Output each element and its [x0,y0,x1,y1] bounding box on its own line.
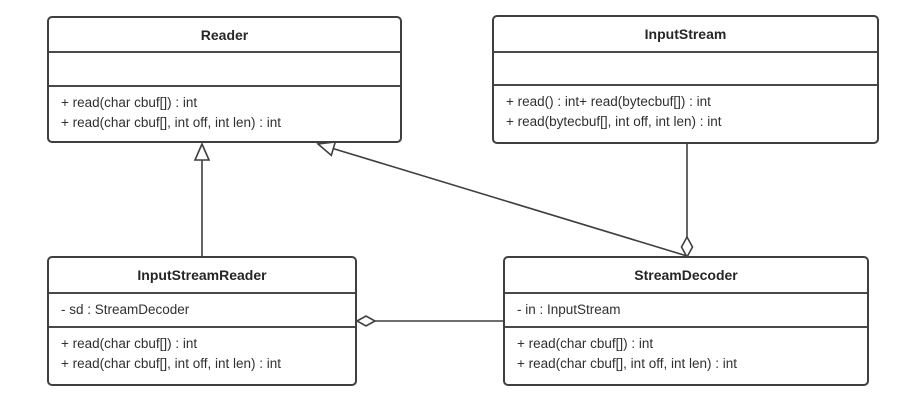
class-title: StreamDecoder [505,258,867,294]
attribute: - in : InputStream [517,302,621,317]
class-attributes: - sd : StreamDecoder [49,294,355,328]
class-node-inputstream[interactable]: InputStream + read() : int+ read(bytecbu… [492,15,879,144]
hollow-triangle-arrowhead [193,142,211,161]
method-signature: + read(char cbuf[], int off, int len) : … [61,115,281,130]
aggregation-inputstreamreader-has-streamdecoder [355,315,503,327]
hollow-diamond [355,315,377,327]
method-signature: + read(char cbuf[]) : int [61,336,198,351]
generalization-inputstreamreader-to-reader [193,142,211,256]
class-title: InputStreamReader [49,258,355,294]
class-attributes: - in : InputStream [505,294,867,328]
method-signature: + read(char cbuf[]) : int [61,95,198,110]
method-signature: + read() : int+ read(bytecbuf[]) : int [506,94,711,109]
hollow-triangle-arrowhead [316,140,337,157]
class-attributes-empty [49,53,400,87]
class-node-streamdecoder[interactable]: StreamDecoder - in : InputStream + read(… [503,256,869,386]
method-signature: + read(bytecbuf[], int off, int len) : i… [506,114,722,129]
class-methods: + read(char cbuf[]) : int + read(char cb… [505,328,867,384]
aggregation-streamdecoder-has-inputstream [680,144,694,259]
method-signature: + read(char cbuf[], int off, int len) : … [61,356,281,371]
method-signature: + read(char cbuf[], int off, int len) : … [517,356,737,371]
class-node-inputstreamreader[interactable]: InputStreamReader - sd : StreamDecoder +… [47,256,357,386]
class-methods: + read(char cbuf[]) : int + read(char cb… [49,328,355,384]
generalization-streamdecoder-to-reader [316,140,688,257]
class-methods: + read(char cbuf[]) : int + read(char cb… [49,87,400,141]
class-attributes-empty [494,53,877,86]
attribute: - sd : StreamDecoder [61,302,190,317]
class-title: InputStream [494,17,877,53]
method-signature: + read(char cbuf[]) : int [517,336,654,351]
hollow-diamond [680,235,694,259]
class-methods: + read() : int+ read(bytecbuf[]) : int +… [494,86,877,142]
class-node-reader[interactable]: Reader + read(char cbuf[]) : int + read(… [47,16,402,143]
class-title: Reader [49,18,400,53]
